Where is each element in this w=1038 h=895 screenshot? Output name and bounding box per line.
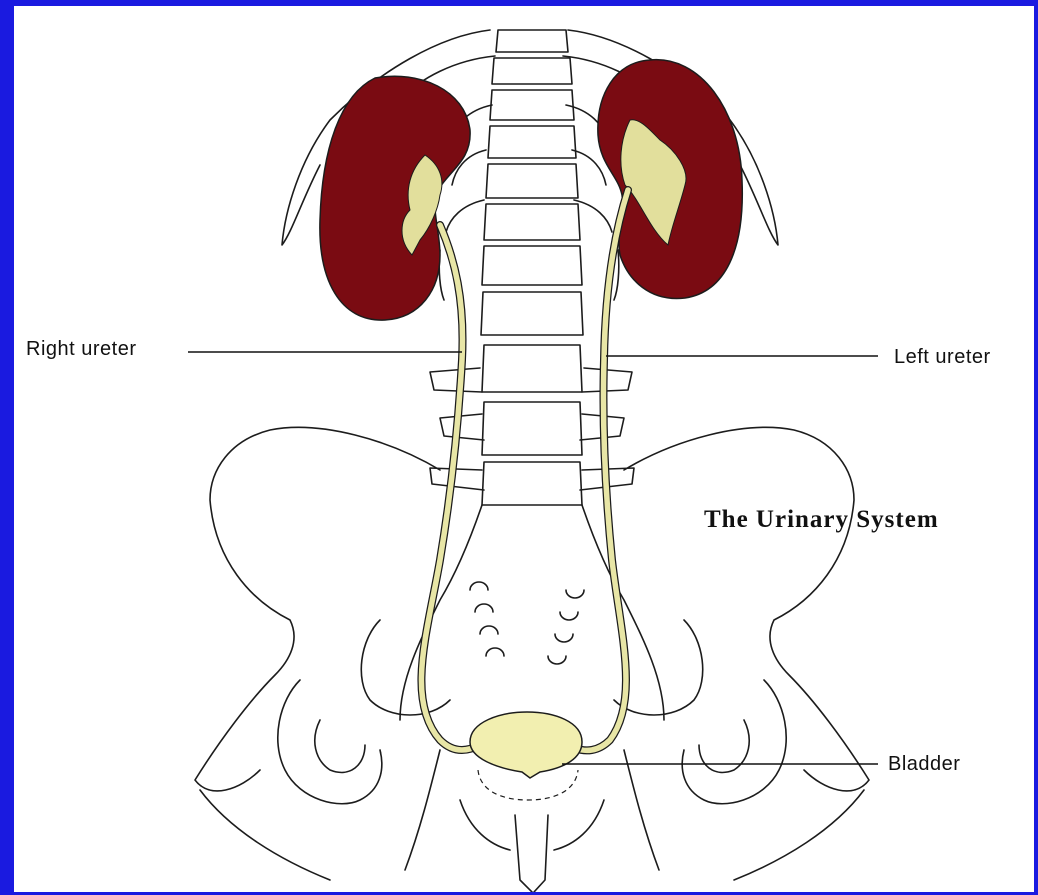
urinary-system-illustration: [14, 6, 1034, 892]
diagram-canvas: Right ureter Left ureter Bladder The Uri…: [14, 6, 1034, 892]
left-ureter-label: Left ureter: [894, 346, 991, 369]
leader-lines: [188, 352, 878, 764]
right-kidney: [320, 76, 470, 320]
diagram-title: The Urinary System: [704, 506, 939, 534]
pelvis: [195, 427, 869, 892]
bladder: [470, 712, 582, 800]
sacral-foramina: [470, 582, 584, 664]
right-ureter-label: Right ureter: [26, 338, 137, 361]
bladder-label: Bladder: [888, 753, 960, 776]
